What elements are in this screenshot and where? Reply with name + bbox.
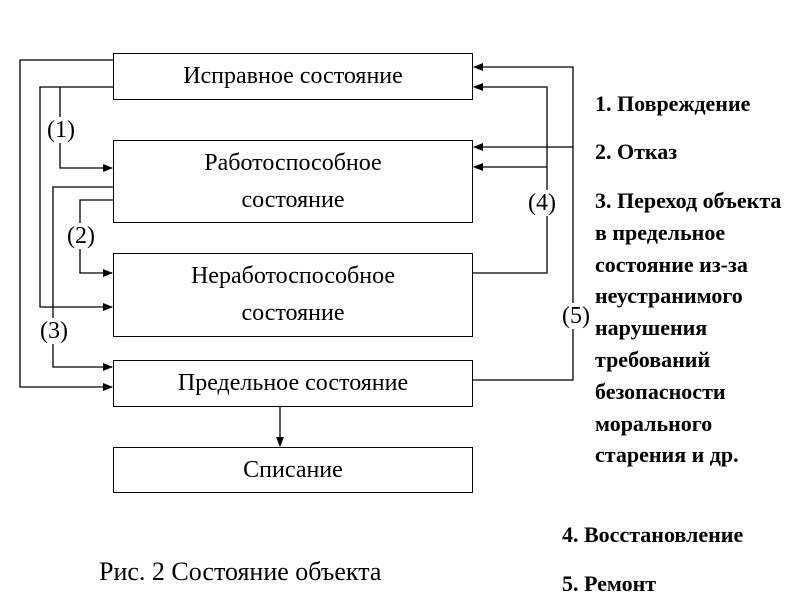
state-box-serviceable: Исправное состояние: [113, 53, 473, 100]
edge-s1-s4: [19, 59, 113, 391]
transition-label-3: (3): [39, 318, 69, 344]
transition-label-2: (2): [66, 223, 96, 249]
state-label-line: Работоспособное: [204, 149, 382, 176]
state-box-decommission: Списание: [113, 447, 473, 493]
legend-item-damage: 1. Повреждение: [595, 91, 751, 116]
edge-s1-s3: [39, 86, 113, 311]
edge-s4-s1: [473, 63, 574, 381]
state-box-operable: Работоспособное состояние: [113, 140, 473, 223]
state-label: Работоспособное состояние: [204, 145, 381, 219]
state-label: Списание: [243, 456, 343, 483]
legend-item-failure: 2. Отказ: [595, 139, 678, 164]
state-label-line: Неработоспособное: [190, 263, 396, 289]
edge-s1-s2: [59, 87, 113, 172]
edge-s3-s1: [473, 83, 548, 274]
transition-label-5: (5): [561, 303, 591, 329]
transition-label-4: (4): [527, 190, 557, 216]
legend-item-limit-transition: 3. Переход объекта в предельное состояни…: [595, 188, 782, 468]
state-label-line: состояние: [241, 300, 345, 326]
state-label-line: состояние: [241, 186, 345, 213]
state-label: Исправное состояние: [183, 63, 403, 89]
legend-item-repair: 5. Ремонт: [562, 571, 657, 596]
figure-caption: Рис. 2 Состояние объекта: [99, 557, 382, 586]
legend-item-restoration: 4. Восстановление: [562, 522, 744, 547]
state-label: Предельное состояние: [177, 370, 409, 396]
transition-label-1: (1): [46, 117, 76, 143]
state-box-inoperable: Неработоспособное состояние: [113, 253, 473, 337]
state-label: Неработоспособное состояние: [191, 258, 395, 332]
state-box-limit: Предельное состояние: [113, 360, 473, 407]
edge-s2-s4: [52, 186, 113, 371]
